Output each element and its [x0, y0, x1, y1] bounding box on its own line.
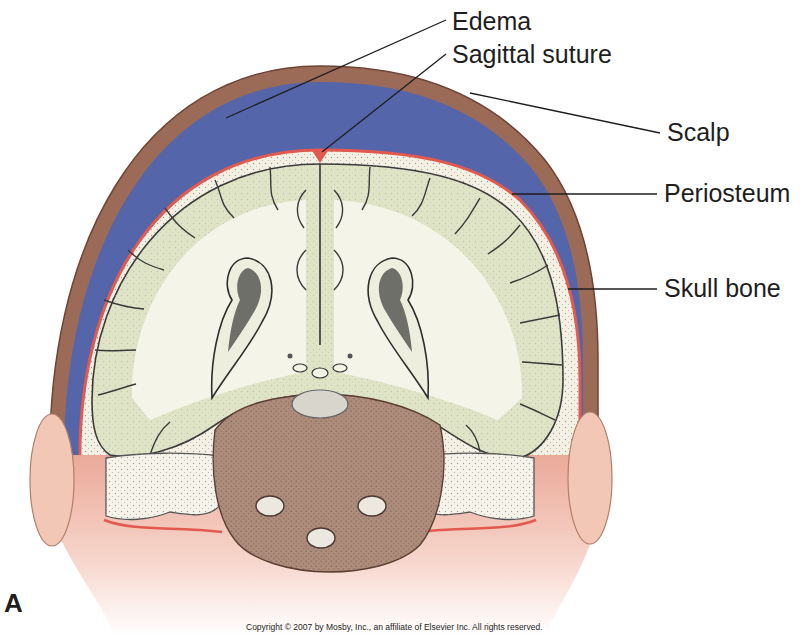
- pons-cap: [292, 390, 348, 418]
- part-label: Skull bone: [664, 273, 781, 303]
- sagittal-suture: [311, 149, 329, 163]
- leader-line: [226, 20, 446, 118]
- midline-structure: [312, 368, 328, 378]
- midline-structure: [348, 354, 353, 359]
- edema-region: [64, 82, 583, 470]
- spinal-cord: [307, 528, 335, 548]
- brainstem: [213, 394, 444, 572]
- lateral-ventricle: [368, 258, 428, 398]
- leader-line: [568, 288, 657, 289]
- panel-letter: A: [4, 588, 23, 619]
- sulci: [95, 167, 562, 455]
- vertebral-artery: [358, 496, 386, 516]
- part-label: Scalp: [667, 117, 730, 147]
- vertebral-artery: [256, 496, 284, 516]
- ear: [30, 414, 74, 546]
- longitudinal-fissure: [319, 164, 321, 345]
- petrous-bone: [106, 453, 224, 519]
- ventricle-core: [228, 268, 261, 352]
- leader-line: [470, 93, 660, 133]
- leader-line: [512, 193, 657, 194]
- part-label: Periosteum: [664, 178, 790, 208]
- white-matter: [132, 200, 306, 420]
- midline-structure: [333, 364, 347, 372]
- midline-structure: [293, 364, 307, 372]
- copyright-note: Copyright © 2007 by Mosby, Inc., an affi…: [246, 622, 543, 632]
- part-label: Sagittal suture: [452, 39, 612, 69]
- scalp: [50, 66, 598, 470]
- ear: [568, 412, 612, 544]
- lateral-ventricle: [212, 258, 272, 398]
- brain-texture: [92, 164, 563, 458]
- leader-line: [322, 54, 446, 152]
- petrous-bone-texture: [106, 453, 224, 519]
- midline-structure: [288, 354, 293, 359]
- white-matter: [334, 200, 522, 420]
- ventricle-core: [379, 268, 412, 352]
- brain: [92, 164, 563, 458]
- brainstem-texture: [213, 394, 444, 572]
- part-label: Edema: [452, 6, 531, 36]
